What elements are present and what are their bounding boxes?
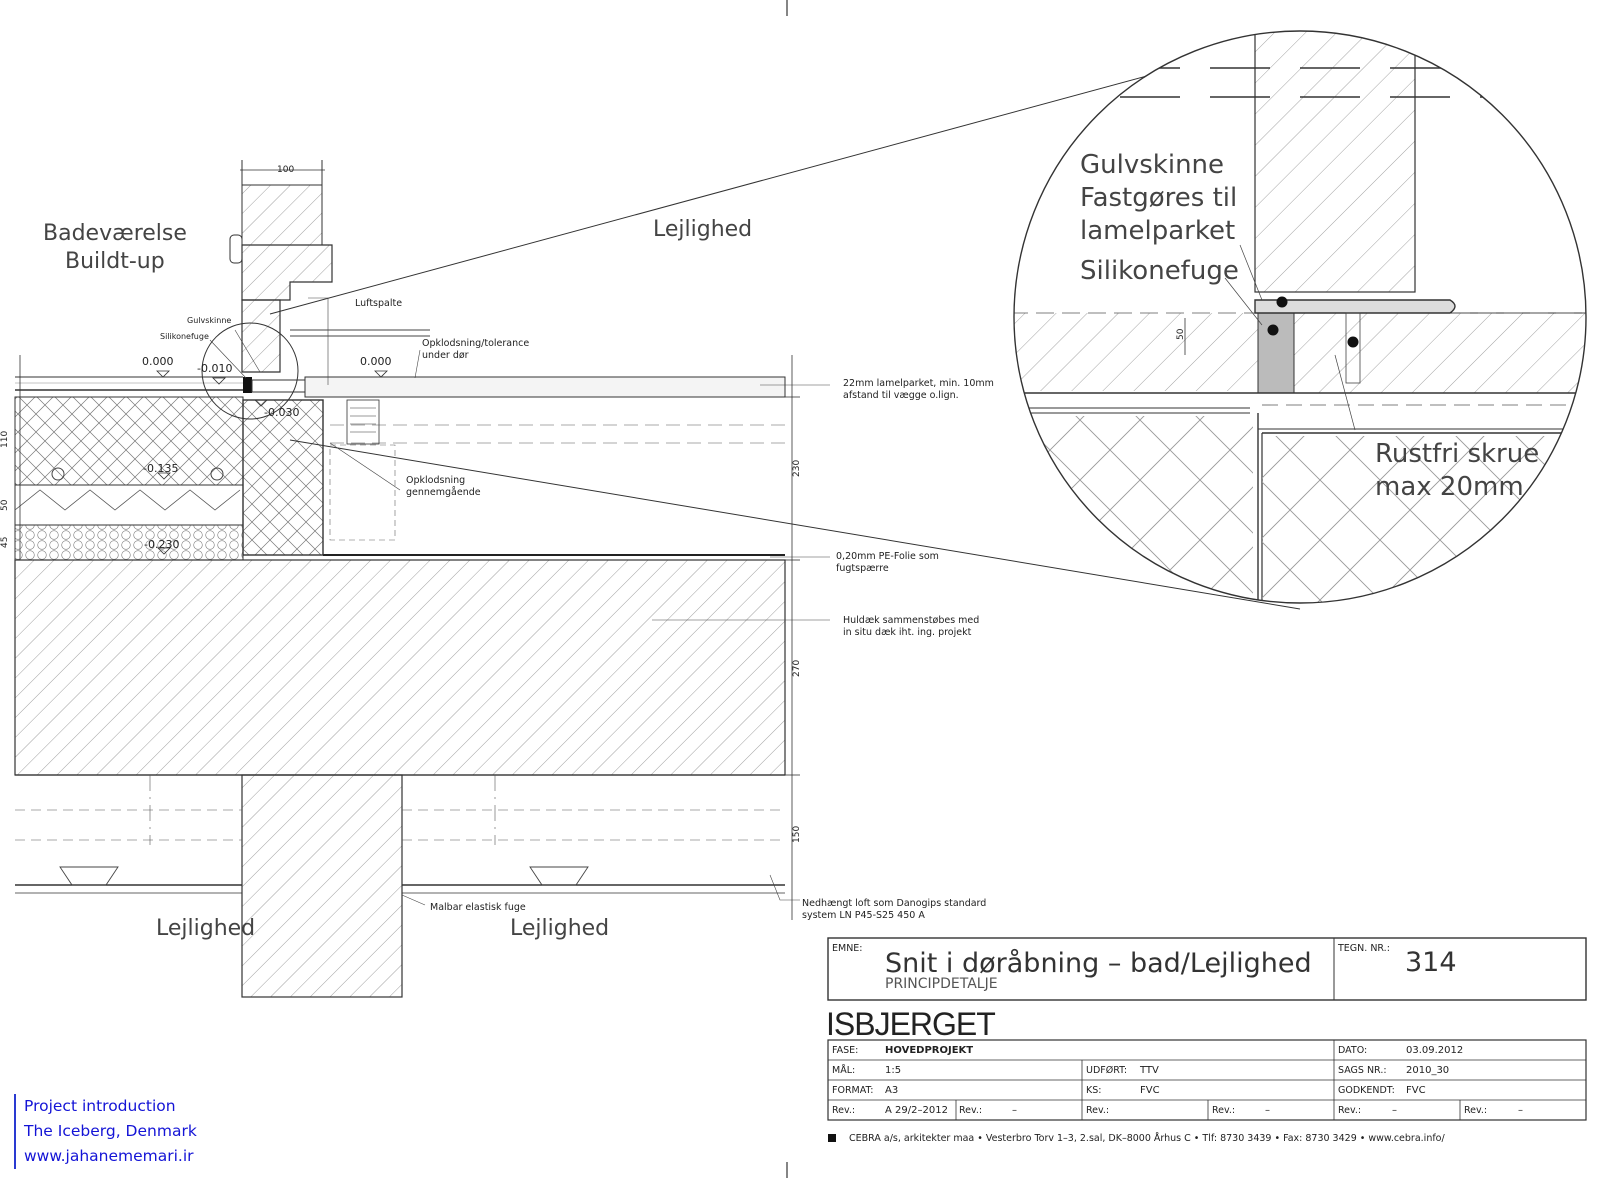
parquet-floor	[304, 376, 786, 398]
tb-rev5-val: –	[1392, 1105, 1397, 1116]
title-block-lines	[827, 937, 1587, 1121]
label-huldaek-1: Huldæk sammenstøbes med	[843, 615, 980, 626]
zoom-label-rustfri: Rustfri skrue	[1375, 439, 1540, 469]
label-silikonefuge: Silikonefuge	[160, 332, 209, 341]
zoom-detail	[1014, 31, 1586, 603]
tb-format-val: A3	[885, 1085, 899, 1096]
tb-emne-key: EMNE:	[832, 943, 863, 954]
tb-rev4-key: Rev.:	[1212, 1105, 1236, 1116]
tb-title: Snit i døråbning – bad/Lejlighed	[885, 948, 1312, 979]
dim-100: 100	[277, 165, 295, 175]
tb-udfort-key: UDFØRT:	[1086, 1065, 1128, 1076]
tb-sags-val: 2010_30	[1406, 1065, 1450, 1076]
zoom-label-lamelparket: lamelparket	[1080, 216, 1236, 246]
tb-tegn-val: 314	[1405, 947, 1457, 978]
label-badevaerelse: Badeværelse	[43, 221, 187, 246]
tb-rev5-key: Rev.:	[1338, 1105, 1362, 1116]
dim-110: 110	[0, 430, 10, 448]
tb-format-key: FORMAT:	[832, 1085, 874, 1096]
tb-project: ISBJERGET	[826, 1006, 996, 1042]
insulation-layer	[14, 396, 244, 486]
label-opklodsning-gennem-2: gennemgående	[406, 487, 481, 498]
credit-line-1: Project introduction	[24, 1097, 176, 1115]
label-malbar-fuge: Malbar elastisk fuge	[430, 902, 526, 913]
tb-fase-key: FASE:	[832, 1045, 859, 1056]
tb-udfort-val: TTV	[1140, 1065, 1159, 1076]
threshold-block	[242, 399, 324, 556]
label-luftspalte: Luftspalte	[355, 298, 403, 309]
tb-subtitle: PRINCIPDETALJE	[885, 976, 998, 992]
dim-270: 270	[792, 659, 802, 677]
label-nedhaengt-2: system LN P45-S25 450 A	[802, 910, 925, 921]
label-opklodsning-tolerance-2: under dør	[422, 350, 469, 361]
dim-230: 230	[792, 459, 802, 477]
level-0000-left: 0.000	[142, 355, 174, 368]
label-opklodsning-gennem-1: Opklodsning	[406, 475, 466, 486]
zoom-label-fastgores: Fastgøres til	[1080, 183, 1238, 213]
tb-tegn-key: TEGN. NR.:	[1338, 943, 1390, 954]
level-0000-mid: 0.000	[360, 355, 392, 368]
upper-wall	[241, 184, 323, 246]
credit-block: Project introduction The Iceberg, Denmar…	[14, 1094, 197, 1169]
tb-rev1-val: A 29/2–2012	[885, 1105, 948, 1116]
dim-45: 45	[0, 536, 10, 548]
tb-godkendt-key: GODKENDT:	[1338, 1085, 1395, 1096]
zoom-label-gulvskinne: Gulvskinne	[1080, 150, 1225, 180]
tb-fase-val: HOVEDPROJEKT	[885, 1045, 974, 1056]
label-gulvskinne: Gulvskinne	[187, 316, 232, 325]
zoom-label-max: max 20mm	[1375, 472, 1524, 502]
tb-godkendt-val: FVC	[1406, 1085, 1426, 1096]
concrete-slab	[14, 559, 786, 776]
tb-dato-key: DATO:	[1338, 1045, 1368, 1056]
level-m0230: -0.230	[144, 538, 180, 551]
label-pefolie-2: fugtspærre	[836, 563, 889, 574]
label-pefolie-1: 0,20mm PE-Folie som	[836, 551, 939, 562]
label-nedhaengt-1: Nedhængt loft som Danogips standard	[802, 898, 987, 909]
tb-rev6-val: –	[1518, 1105, 1523, 1116]
label-lejlighed-left: Lejlighed	[156, 916, 256, 941]
tb-rev2-val: –	[1012, 1105, 1017, 1116]
label-lejlighed-mid: Lejlighed	[510, 916, 610, 941]
label-huldaek-2: in situ dæk iht. ing. projekt	[843, 627, 972, 638]
tb-rev4-val: –	[1265, 1105, 1270, 1116]
label-opklodsning-tolerance-1: Opklodsning/tolerance	[422, 338, 530, 349]
tb-rev2-key: Rev.:	[959, 1105, 983, 1116]
label-lamelparket-2: afstand til vægge o.lign.	[843, 390, 959, 401]
level-m0030: -0.030	[264, 406, 300, 419]
tb-dato-val: 03.09.2012	[1406, 1045, 1464, 1056]
tb-mal-val: 1:5	[885, 1065, 902, 1076]
lower-wall	[241, 774, 403, 998]
tb-footer: CEBRA a/s, arkitekter maa • Vesterbro To…	[849, 1133, 1445, 1144]
credit-line-2: The Iceberg, Denmark	[24, 1122, 197, 1140]
label-lamelparket-1: 22mm lamelparket, min. 10mm	[843, 378, 994, 389]
tb-rev3-key: Rev.:	[1086, 1105, 1110, 1116]
zoom-label-silikonefuge: Silikonefuge	[1080, 256, 1239, 286]
dim-50: 50	[0, 499, 10, 511]
label-lejlighed-top: Lejlighed	[653, 217, 753, 242]
dim-50-zoom: 50	[1176, 328, 1186, 340]
level-m0010: -0.010	[197, 362, 233, 375]
gravel-layer	[14, 524, 244, 561]
tb-ks-key: KS:	[1086, 1085, 1102, 1096]
dim-150: 150	[792, 825, 802, 843]
credit-line-3[interactable]: www.jahanememari.ir	[24, 1147, 194, 1165]
tb-rev6-key: Rev.:	[1464, 1105, 1488, 1116]
tb-rev1-key: Rev.:	[832, 1105, 856, 1116]
tb-mal-key: MÅL:	[832, 1065, 856, 1076]
tb-sags-key: SAGS NR.:	[1338, 1065, 1387, 1076]
label-buildt-up: Buildt-up	[65, 249, 165, 274]
level-m0135: -0.135	[143, 462, 179, 475]
tb-ks-val: FVC	[1140, 1085, 1160, 1096]
